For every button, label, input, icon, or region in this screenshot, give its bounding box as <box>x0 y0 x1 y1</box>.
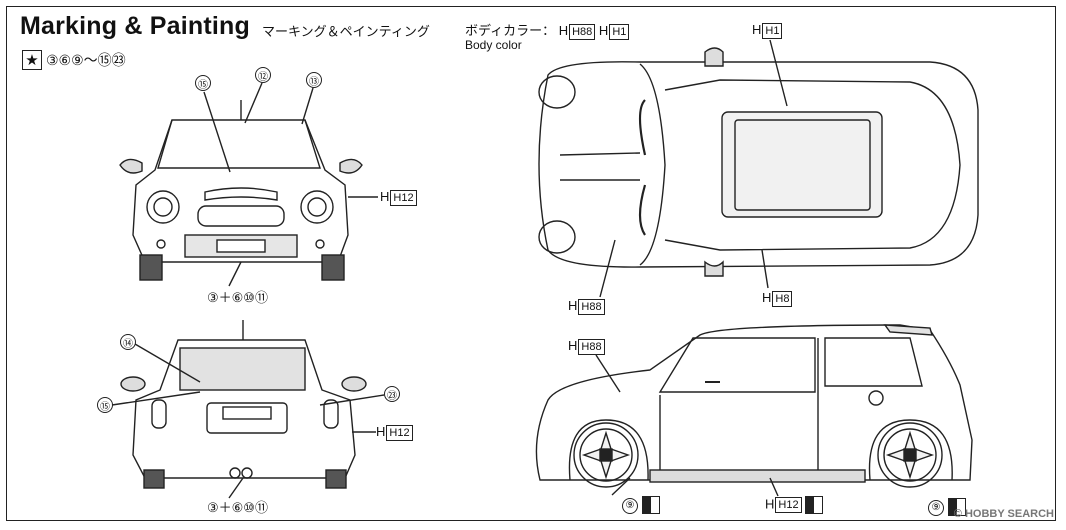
side-front-wheel <box>573 422 639 488</box>
front-decal-15: ⑮ <box>195 75 211 91</box>
star-icon: ★ <box>22 50 42 70</box>
page-title: Marking & Painting <box>20 12 251 40</box>
star-decal-list: ③⑥⑨～⑮㉓ <box>46 52 126 68</box>
side-view-drawing <box>535 324 973 497</box>
body-color-label-jp: ボディカラー： <box>465 23 556 38</box>
top-view-drawing <box>538 39 979 298</box>
rear-bottom-decals: ③＋⑥⑩⑪ <box>207 500 268 515</box>
checker-icon <box>947 498 966 516</box>
rear-decal-15: ⑮ <box>97 397 113 413</box>
front-decal-13: ⑬ <box>306 72 322 88</box>
body-color-code-2-value: H1 <box>609 24 630 40</box>
page-title-japanese: マーキング＆ペインティング <box>262 24 430 39</box>
checker-icon <box>641 496 660 514</box>
front-decal-12: ⑫ <box>255 67 271 83</box>
checker-icon <box>805 496 824 514</box>
rear-decal-23: ㉓ <box>384 386 400 402</box>
star-decal-legend: ★ ③⑥⑨～⑮㉓ <box>22 50 126 70</box>
page-border <box>6 6 1056 521</box>
side-rear-wheel <box>877 422 943 488</box>
side-front-wheel-decal: ⑨ <box>622 496 660 514</box>
front-view-drawing <box>119 82 378 287</box>
front-bottom-decals: ③＋⑥⑩⑪ <box>207 290 268 305</box>
body-color-code-1-value: H88 <box>569 24 596 40</box>
rear-decal-14: ⑭ <box>120 334 136 350</box>
body-color-label-en: Body color <box>465 38 522 52</box>
side-rear-wheel-decal: ⑨ <box>928 498 966 516</box>
rear-view-drawing <box>111 320 385 499</box>
watermark: © HOBBY SEARCH <box>953 508 1054 520</box>
